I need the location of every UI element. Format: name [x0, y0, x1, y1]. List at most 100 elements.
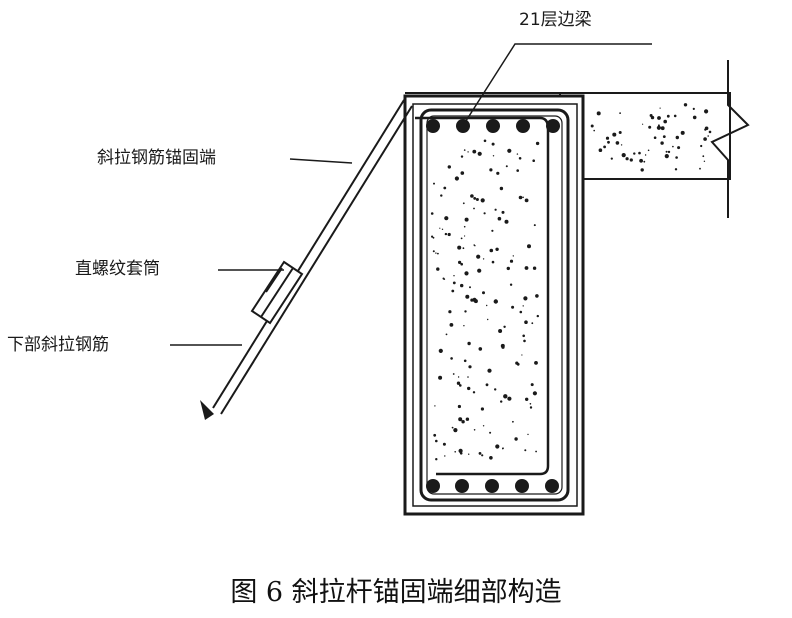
concrete-dot	[493, 299, 498, 304]
lower-bar-label: 下部斜拉钢筋	[7, 335, 109, 355]
concrete-dot	[506, 266, 510, 271]
concrete-dot	[683, 103, 688, 107]
concrete-dot	[649, 114, 653, 117]
concrete-dot	[460, 237, 463, 240]
concrete-dot	[672, 145, 674, 148]
top-rebar-row	[426, 119, 560, 133]
concrete-dot	[707, 135, 709, 137]
concrete-dot	[515, 361, 519, 365]
concrete-dot	[498, 329, 503, 333]
concrete-dot	[494, 388, 497, 391]
concrete-dot	[477, 151, 482, 156]
concrete-dot	[462, 247, 465, 250]
concrete-dot	[465, 417, 470, 421]
concrete-dot	[620, 144, 623, 146]
concrete-dot	[439, 227, 441, 229]
floor-slab	[405, 92, 731, 180]
concrete-dot	[442, 442, 446, 446]
concrete-dot	[500, 400, 503, 403]
concrete-dot	[521, 354, 523, 356]
concrete-dot	[478, 452, 482, 455]
beam-leader	[463, 43, 652, 125]
concrete-dot	[665, 150, 668, 153]
concrete-dot	[444, 455, 446, 457]
concrete-dot	[467, 376, 469, 378]
concrete-dot	[533, 224, 536, 227]
concrete-dot	[472, 391, 476, 394]
concrete-dot	[516, 153, 519, 155]
rebar-section	[516, 119, 530, 133]
concrete-dot	[470, 194, 474, 198]
concrete-dot	[522, 334, 525, 338]
concrete-dot	[504, 219, 509, 224]
concrete-dot	[525, 397, 529, 401]
rebar-section	[546, 119, 560, 133]
concrete-dot	[512, 420, 514, 423]
concrete-dot	[459, 384, 462, 387]
concrete-dot	[603, 145, 606, 149]
concrete-dot	[464, 310, 467, 313]
concrete-dot	[492, 155, 495, 157]
concrete-dot	[480, 407, 484, 411]
concrete-dot	[430, 212, 434, 215]
concrete-dot	[444, 232, 448, 236]
concrete-dot	[497, 216, 502, 221]
concrete-dot	[451, 289, 455, 293]
concrete-dot	[519, 310, 523, 314]
slab-concrete-dots	[590, 103, 712, 172]
concrete-dot	[607, 140, 610, 144]
concrete-dot	[440, 194, 443, 197]
concrete-dot	[489, 248, 494, 253]
concrete-dot	[532, 266, 537, 270]
concrete-dot	[708, 130, 712, 134]
concrete-dot	[642, 123, 644, 125]
concrete-dot	[657, 116, 661, 120]
concrete-dot	[454, 451, 457, 453]
concrete-dot	[441, 228, 444, 230]
break-line	[710, 60, 750, 218]
concrete-dot	[489, 431, 492, 434]
concrete-dot	[472, 297, 477, 302]
concrete-dot	[596, 111, 601, 116]
concrete-dot	[457, 404, 461, 409]
concrete-dot	[465, 294, 470, 299]
concrete-dot	[487, 318, 489, 321]
concrete-dot	[473, 197, 477, 200]
concrete-dot	[662, 135, 666, 139]
concrete-dot	[524, 320, 528, 325]
concrete-dot	[618, 131, 622, 134]
concrete-dot	[523, 339, 526, 343]
concrete-dot	[482, 291, 485, 295]
concrete-dot	[434, 405, 436, 407]
rebar-section	[426, 479, 440, 493]
concrete-dot	[435, 252, 437, 254]
concrete-dot	[469, 286, 471, 289]
concrete-dot	[673, 114, 677, 118]
concrete-dot	[491, 142, 495, 146]
concrete-dot	[438, 348, 443, 353]
concrete-dot	[460, 155, 464, 158]
concrete-dot	[593, 129, 595, 132]
concrete-dot	[590, 124, 594, 128]
concrete-dot	[666, 114, 670, 118]
concrete-dot	[458, 260, 462, 264]
figure-caption: 图 6 斜拉杆锚固端细部构造	[230, 577, 561, 608]
concrete-dot	[522, 305, 524, 307]
rebar-section	[485, 479, 499, 493]
concrete-dot	[473, 207, 475, 210]
concrete-dot	[531, 322, 534, 325]
concrete-dot	[453, 275, 455, 277]
concrete-dot	[674, 168, 678, 171]
concrete-dot	[518, 157, 522, 160]
concrete-dot	[644, 154, 647, 156]
concrete-dot	[483, 212, 486, 215]
concrete-dot	[499, 186, 504, 191]
concrete-dot	[534, 361, 538, 365]
concrete-dot	[457, 245, 462, 250]
rebar-section	[545, 479, 559, 493]
concrete-dot	[453, 428, 458, 433]
beam-concrete-dots	[430, 139, 540, 461]
concrete-dot	[704, 128, 707, 131]
edge-beam	[403, 94, 585, 516]
concrete-dot	[485, 383, 489, 387]
